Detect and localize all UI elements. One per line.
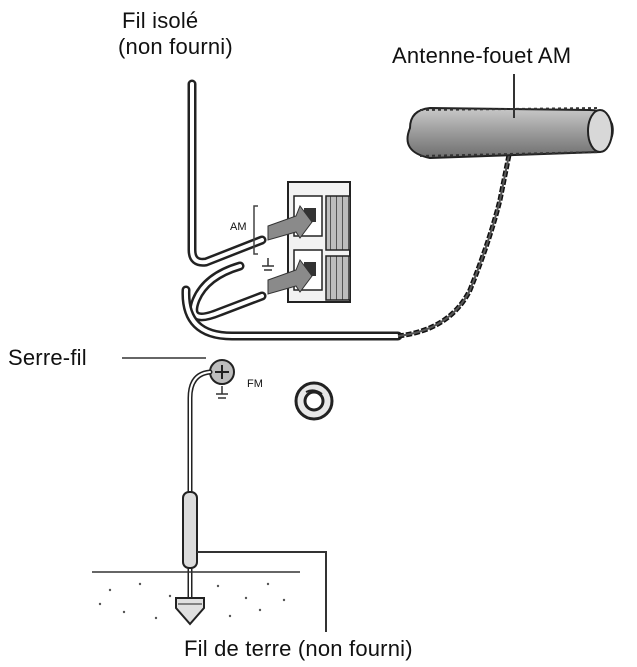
twisted-antenna-lead: [397, 149, 513, 339]
soil-dots: [98, 582, 286, 620]
ground-wire: [187, 369, 213, 603]
am-loop-antenna: [406, 106, 614, 160]
ground-symbol-terminal: [262, 258, 274, 271]
terminal-am-label: AM: [230, 221, 247, 233]
insulated-wire: [187, 79, 267, 267]
insulated-wire-label-line2: (non fourni): [118, 34, 233, 59]
terminal-fm-label: FM: [247, 378, 263, 390]
ground-rod-clamp: [182, 491, 198, 569]
fm-connector: [294, 381, 334, 421]
ground-wire-label: Fil de terre (non fourni): [184, 636, 413, 661]
wire-clamp-label: Serre-fil: [8, 345, 87, 370]
am-loop-antenna-label: Antenne-fouet AM: [392, 43, 572, 68]
ground-wire-leader-line: [197, 551, 327, 632]
insulated-wire-label-line1: Fil isolé: [122, 8, 199, 33]
insert-arrow-am: [267, 204, 313, 241]
loop-antenna-lead-wire: [181, 261, 403, 341]
ground-rod-tip: [175, 597, 205, 626]
ground-symbol-clamp: [216, 386, 228, 399]
wire-clamp-screw: [209, 359, 235, 385]
terminal-bracket: [253, 205, 258, 255]
insert-arrow-ground: [267, 258, 313, 295]
